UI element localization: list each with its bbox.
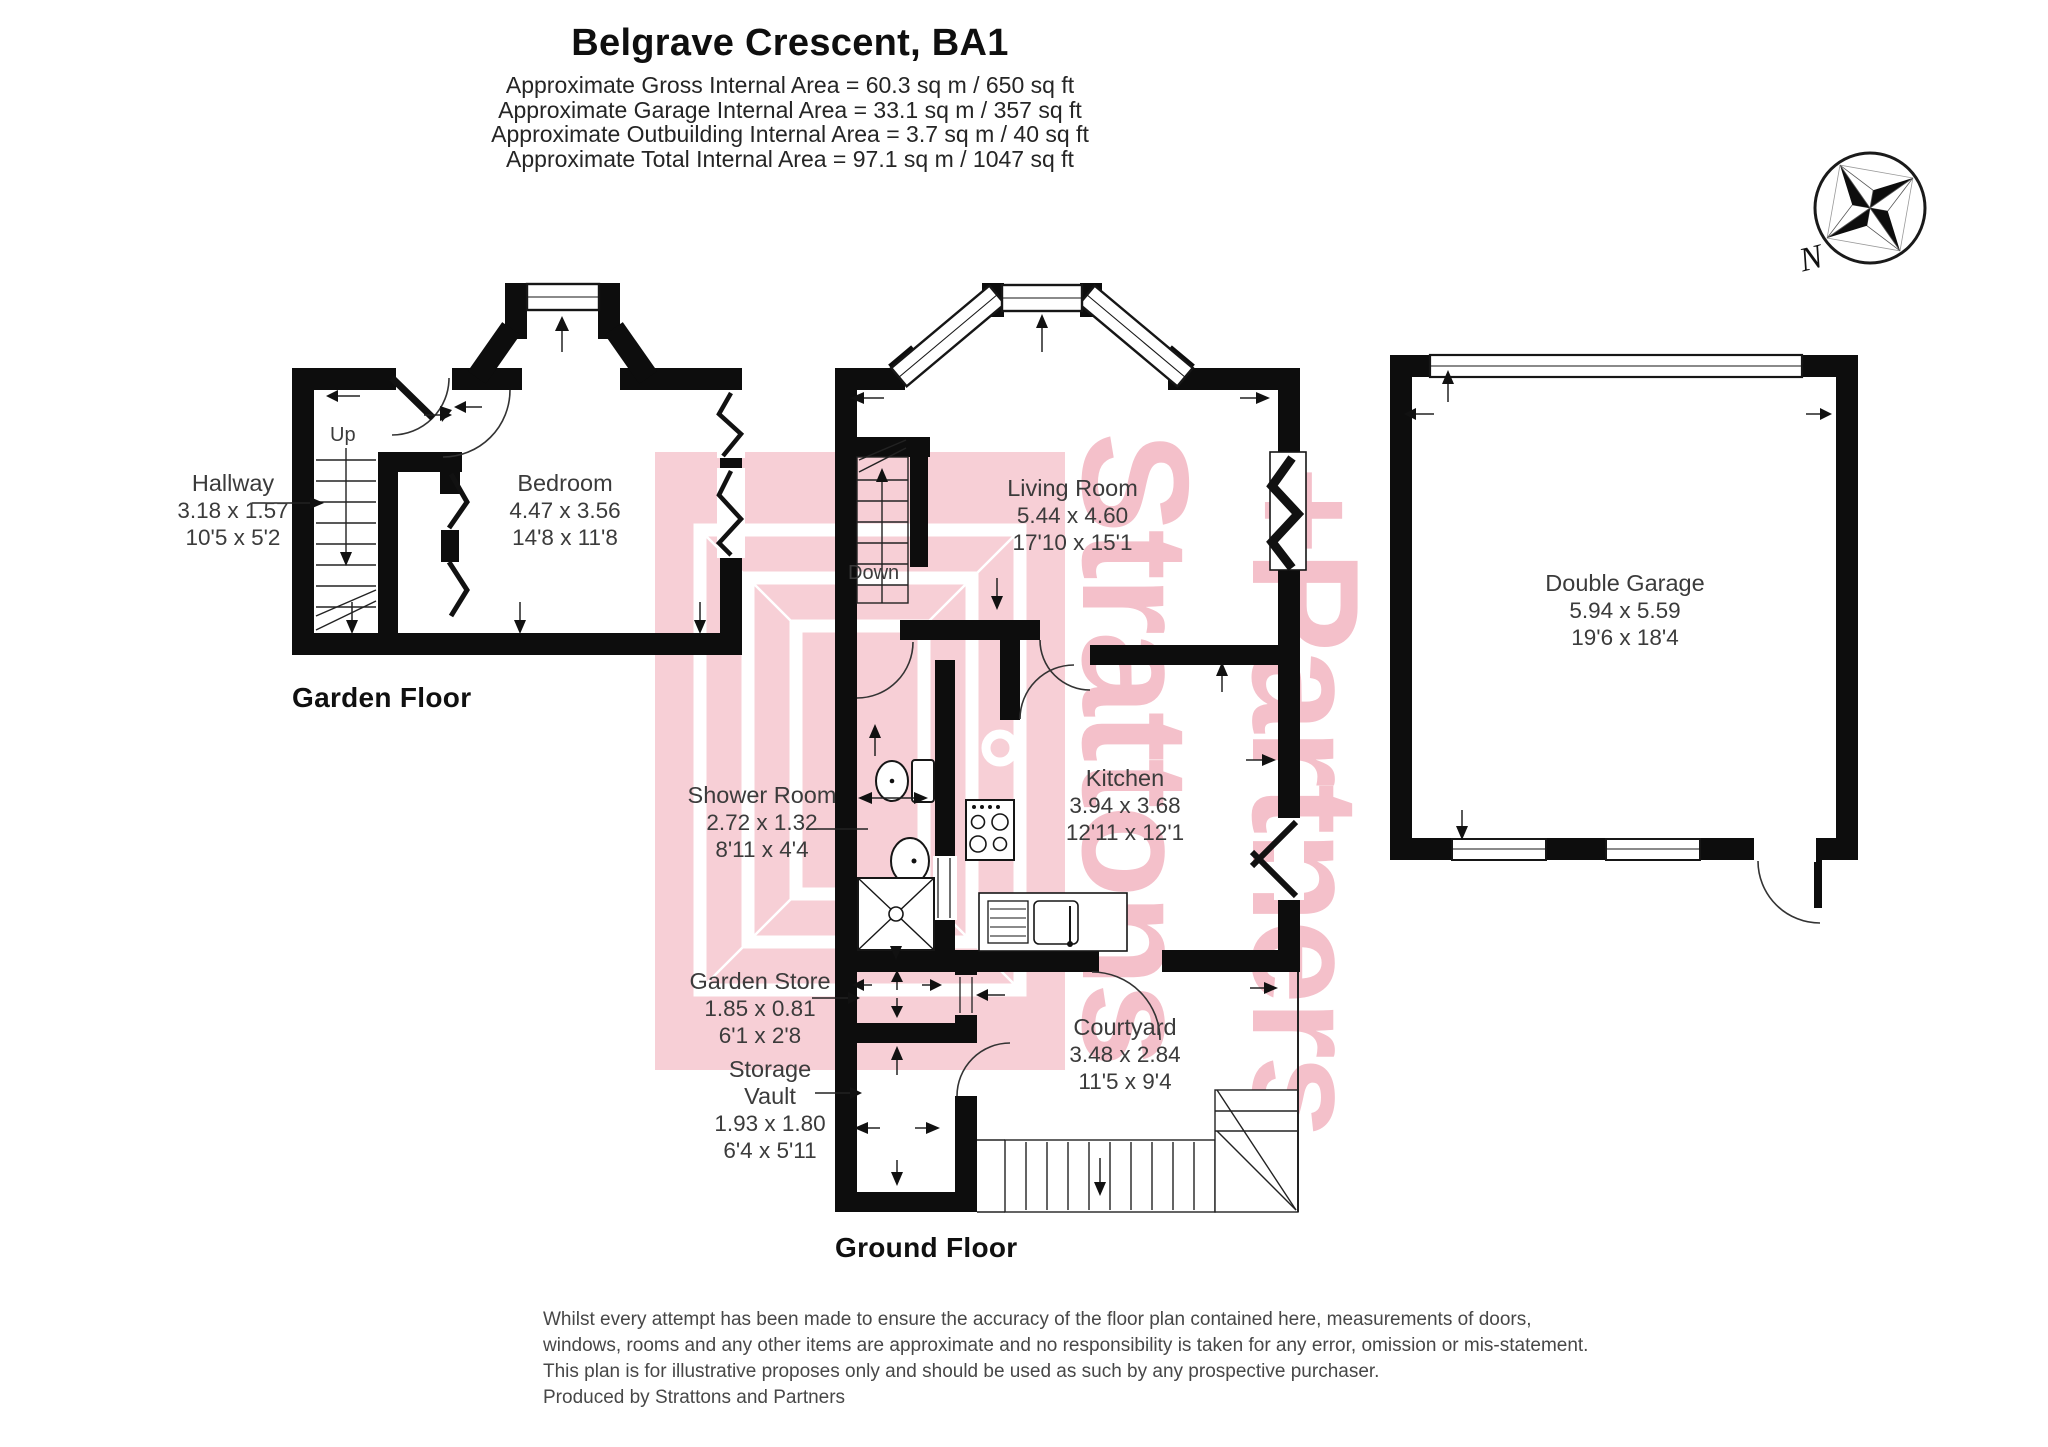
wall	[955, 1096, 977, 1114]
room-name: Storage Vault	[728, 1056, 812, 1109]
wall	[955, 1114, 977, 1212]
wall	[1390, 838, 1858, 860]
wall	[977, 950, 1099, 972]
disclaimer-line: Whilst every attempt has been made to en…	[543, 1309, 1532, 1330]
room-name: Shower Room	[687, 782, 837, 808]
wall	[1836, 355, 1858, 860]
wall	[1278, 368, 1300, 972]
total-area-line: Approximate Total Internal Area = 97.1 s…	[506, 145, 1074, 172]
watermark-text-2: +Partners	[1220, 466, 1390, 1136]
room-name: Double Garage	[1545, 570, 1705, 596]
wall	[900, 620, 1040, 640]
room-size-metric: 5.94 x 5.59	[1569, 598, 1681, 623]
disclaimer: Whilst every attempt has been made to en…	[543, 1307, 1643, 1411]
wall	[441, 530, 459, 562]
room-label-living-room: Living Room 5.44 x 4.60 17'10 x 15'1	[970, 475, 1175, 556]
wall	[1162, 950, 1300, 972]
room-size-metric: 1.93 x 1.80	[714, 1111, 826, 1136]
room-size-metric: 3.18 x 1.57	[177, 498, 289, 523]
outbuilding-area-line: Approximate Outbuilding Internal Area = …	[491, 121, 1089, 147]
wall	[982, 283, 1004, 317]
room-label-kitchen: Kitchen 3.94 x 3.68 12'11 x 12'1	[1025, 765, 1225, 846]
room-size-metric: 3.48 x 2.84	[1069, 1042, 1181, 1067]
wall	[1090, 645, 1300, 665]
room-label-double-garage: Double Garage 5.94 x 5.59 19'6 x 18'4	[1505, 570, 1745, 651]
wall	[935, 660, 955, 856]
room-size-metric: 4.47 x 3.56	[509, 498, 621, 523]
wall	[835, 1192, 977, 1212]
wall	[440, 452, 460, 494]
compass-north-label: N	[1798, 237, 1829, 279]
room-label-bedroom: Bedroom 4.47 x 3.56 14'8 x 11'8	[465, 470, 665, 551]
room-size-imperial: 17'10 x 15'1	[1012, 530, 1133, 555]
wall	[1390, 355, 1412, 860]
wall	[292, 633, 742, 655]
stairs-down-label: Down	[848, 562, 900, 584]
wall	[1080, 283, 1102, 317]
ground-floor-title: Ground Floor	[835, 1232, 1018, 1263]
room-label-storage-vault: Storage Vault 1.93 x 1.80 6'4 x 5'11	[670, 1056, 870, 1164]
room-size-imperial: 19'6 x 18'4	[1571, 625, 1679, 650]
room-name: Courtyard	[1073, 1014, 1177, 1040]
room-name: Kitchen	[1085, 765, 1165, 791]
room-size-metric: 2.72 x 1.32	[706, 810, 818, 835]
room-size-metric: 5.44 x 4.60	[1016, 503, 1129, 528]
room-label-hallway: Hallway 3.18 x 1.57 10'5 x 5'2	[133, 470, 333, 551]
disclaimer-line: windows, rooms and any other items are a…	[543, 1335, 1589, 1356]
room-label-shower-room: Shower Room 2.72 x 1.32 8'11 x 4'4	[662, 782, 862, 863]
wall	[598, 283, 620, 339]
wall	[835, 1023, 977, 1043]
wall	[505, 283, 527, 339]
room-size-metric: 1.85 x 0.81	[704, 996, 816, 1021]
wall	[1814, 860, 1822, 908]
compass-icon: N	[1798, 151, 1927, 280]
disclaimer-line: This plan is for illustrative proposes o…	[543, 1361, 1380, 1382]
room-name: Bedroom	[517, 470, 613, 496]
room-size-imperial: 6'1 x 2'8	[718, 1023, 802, 1048]
produced-by-line: Produced by Strattons and Partners	[543, 1387, 846, 1408]
wall	[955, 950, 977, 975]
gross-area-line: Approximate Gross Internal Area = 60.3 s…	[505, 72, 1075, 98]
wall	[910, 437, 928, 567]
room-size-metric: 3.94 x 3.68	[1069, 793, 1181, 818]
room-size-imperial: 14'8 x 11'8	[512, 525, 618, 550]
stairs-up-label: Up	[330, 424, 356, 446]
wall	[720, 368, 742, 655]
wall	[1168, 368, 1300, 390]
room-name: Hallway	[191, 470, 275, 496]
room-label-courtyard: Courtyard 3.48 x 2.84 11'5 x 9'4	[1025, 1014, 1225, 1095]
header: Belgrave Crescent, BA1 Approximate Gross…	[60, 22, 1520, 171]
garden-floor-title: Garden Floor	[292, 682, 472, 713]
wall	[292, 368, 396, 390]
room-size-imperial: 10'5 x 5'2	[185, 525, 281, 550]
room-size-imperial: 6'4 x 5'11	[723, 1138, 817, 1163]
room-size-imperial: 8'11 x 4'4	[715, 837, 809, 862]
room-size-imperial: 11'5 x 9'4	[1078, 1069, 1172, 1094]
wall	[1000, 640, 1020, 720]
wall	[378, 452, 398, 633]
room-size-imperial: 12'11 x 12'1	[1065, 820, 1185, 845]
page-title: Belgrave Crescent, BA1	[571, 22, 1009, 64]
garage-area-line: Approximate Garage Internal Area = 33.1 …	[498, 96, 1082, 123]
room-label-garden-store: Garden Store 1.85 x 0.81 6'1 x 2'8	[660, 968, 860, 1049]
room-name: Living Room	[1007, 475, 1138, 501]
wall	[292, 368, 314, 655]
room-name: Garden Store	[689, 968, 831, 994]
wall	[835, 368, 905, 390]
